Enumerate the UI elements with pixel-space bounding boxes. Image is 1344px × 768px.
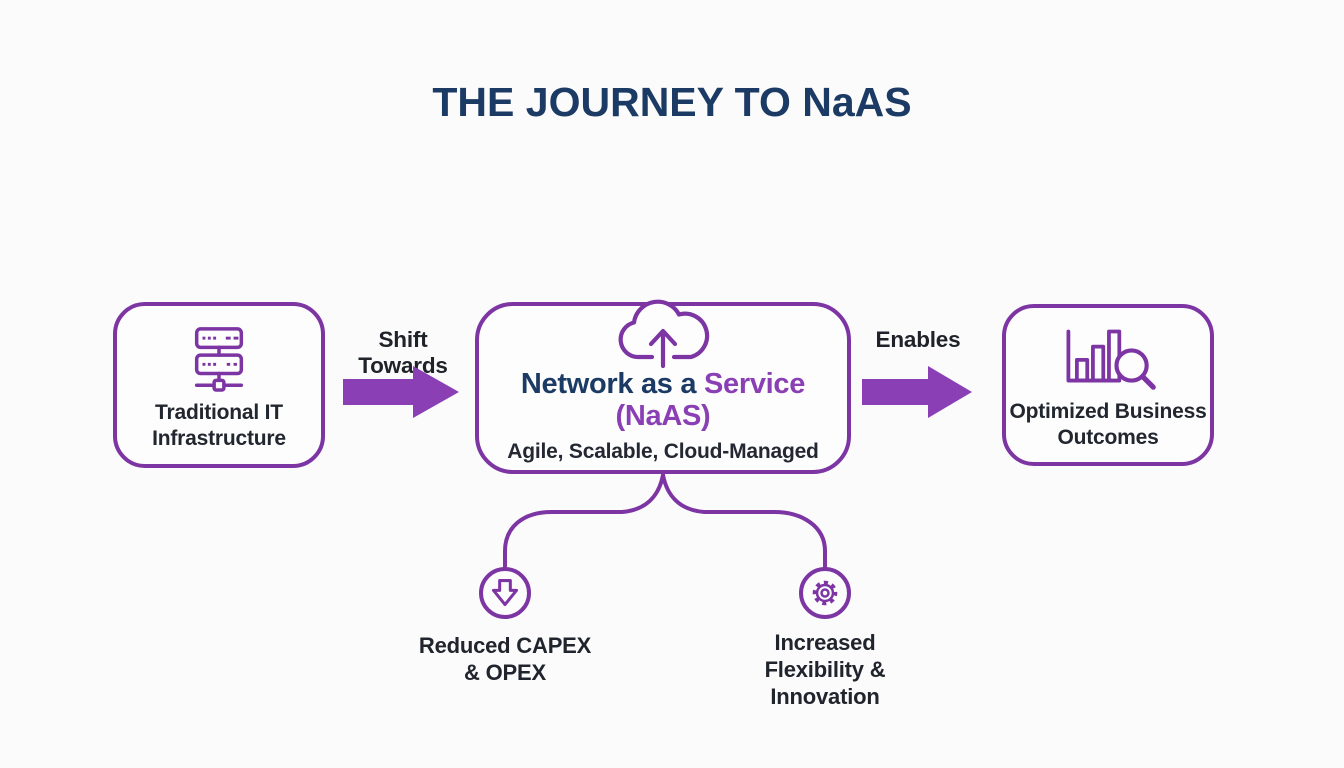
- benefit-flex-line1: Increased: [774, 630, 876, 655]
- benefit-flex-line2: Flexibility &: [764, 657, 886, 682]
- traditional-it-label-line2: Infrastructure: [152, 427, 286, 450]
- cloud-upload-icon: [608, 293, 718, 373]
- node-outcomes: Optimized Business Outcomes: [1002, 304, 1214, 466]
- naas-title-highlight: Service: [703, 368, 806, 400]
- node-traditional-it: Traditional IT Infrastructure: [113, 302, 325, 468]
- shift-towards-arrow: [343, 366, 459, 418]
- outcomes-label-line2: Outcomes: [1057, 426, 1159, 449]
- naas-text-block: Network as a Service (NaAS) Agile, Scala…: [507, 368, 819, 468]
- benefit-label-flexibility: Increased Flexibility & Innovation: [725, 629, 925, 710]
- gear-icon: [812, 580, 838, 606]
- traditional-it-label: Traditional IT Infrastructure: [152, 400, 286, 452]
- node-naas: Network as a Service (NaAS) Agile, Scala…: [475, 299, 851, 474]
- benefit-flex-line3: Innovation: [770, 684, 880, 709]
- benefit-circle-capex: [479, 567, 531, 619]
- benefit-capex-line2: & OPEX: [464, 660, 546, 685]
- server-rack-icon: [194, 327, 244, 392]
- shift-towards-label: Shift Towards: [358, 327, 448, 378]
- benefit-capex-line1: Reduced CAPEX: [418, 633, 592, 658]
- enables-arrow: [862, 366, 972, 418]
- down-arrow-icon: [491, 579, 519, 607]
- traditional-it-label-line1: Traditional IT: [155, 401, 283, 424]
- page-title: THE JOURNEY TO NaAS: [432, 79, 912, 125]
- naas-title-prefix: Network as a: [520, 368, 704, 400]
- benefit-circle-flexibility: [799, 567, 851, 619]
- naas-title: Network as a Service: [507, 368, 818, 400]
- outcomes-label-line1: Optimized Business: [1009, 400, 1207, 423]
- naas-subtitle: (NaAS): [615, 400, 711, 432]
- chart-magnifier-icon: [1066, 329, 1156, 390]
- naas-tagline: Agile, Scalable, Cloud-Managed: [507, 440, 819, 463]
- enables-label: Enables: [875, 327, 961, 352]
- outcomes-label: Optimized Business Outcomes: [1009, 399, 1206, 451]
- benefit-label-capex: Reduced CAPEX & OPEX: [405, 632, 605, 686]
